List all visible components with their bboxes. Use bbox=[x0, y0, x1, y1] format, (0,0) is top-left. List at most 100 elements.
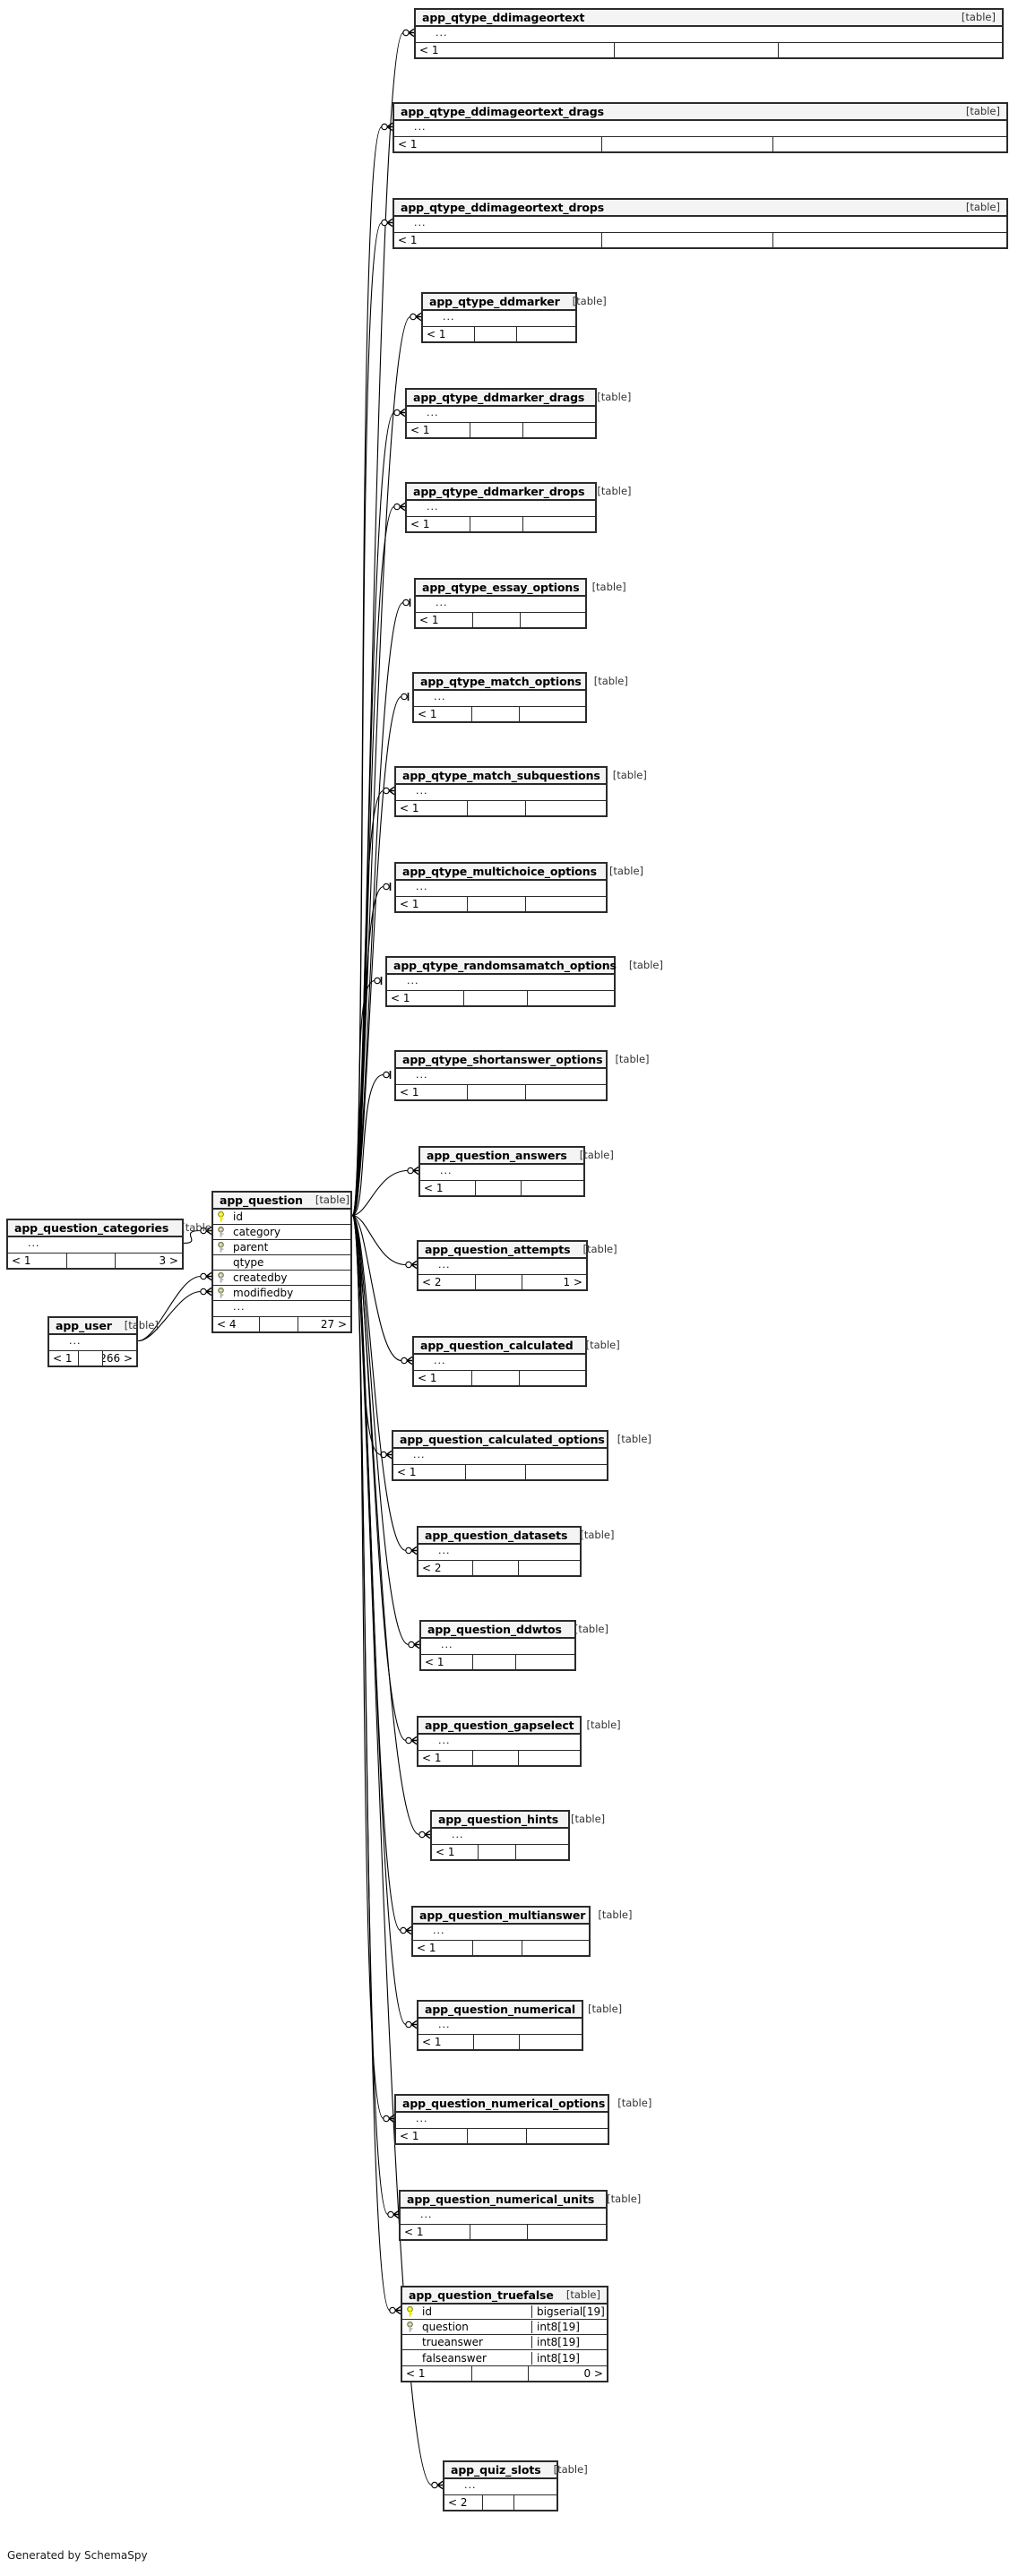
table-header-app_question_ddwtos[interactable]: app_question_ddwtos[table] bbox=[421, 1622, 608, 1639]
table-column-row: ... bbox=[416, 27, 1002, 42]
table-header-app_question_calculated_options[interactable]: app_question_calculated_options[table] bbox=[393, 1432, 651, 1449]
table-header-app_question_numerical[interactable]: app_question_numerical[table] bbox=[418, 2002, 622, 2019]
table-columns: ... bbox=[387, 975, 614, 990]
table-node-app_question_ddwtos[interactable]: app_question_ddwtos[table]...< 1 bbox=[419, 1620, 608, 1671]
table-node-app_qtype_ddimageortext[interactable]: app_qtype_ddimageortext[table]...< 1 bbox=[414, 8, 1004, 59]
table-node-app_question_numerical[interactable]: app_question_numerical[table]...< 1 bbox=[417, 2000, 622, 2051]
table-node-app_qtype_essay_options[interactable]: app_qtype_essay_options[table]...< 1 bbox=[414, 578, 626, 629]
relationship-edge bbox=[351, 789, 384, 1217]
relationship-terminator bbox=[401, 693, 410, 701]
table-node-app_qtype_shortanswer_options[interactable]: app_qtype_shortanswer_options[table]...<… bbox=[394, 1050, 650, 1101]
table-header-app_qtype_match_options[interactable]: app_qtype_match_options [table] bbox=[414, 674, 628, 691]
relationship-terminator bbox=[405, 1736, 418, 1745]
column-name: ... bbox=[441, 1639, 453, 1650]
column-name: ... bbox=[416, 1069, 428, 1081]
table-column-row: ... bbox=[418, 1545, 580, 1560]
table-header-app_question_truefalse[interactable]: app_question_truefalse[table] bbox=[402, 2287, 607, 2305]
table-header-app_question[interactable]: app_question[table] bbox=[213, 1193, 350, 1210]
table-header-app_quiz_slots[interactable]: app_quiz_slots[table] bbox=[444, 2462, 588, 2479]
column-name: id bbox=[233, 1210, 243, 1223]
table-node-app_question_numerical_options[interactable]: app_question_numerical_options[table]...… bbox=[394, 2094, 651, 2145]
table-column-row: ... bbox=[407, 501, 595, 516]
table-node-app_qtype_ddmarker_drags[interactable]: app_qtype_ddmarker_drags[table]...< 1 bbox=[405, 388, 631, 439]
column-name: ... bbox=[436, 597, 448, 608]
table-header-app_question_answers[interactable]: app_question_answers[table] bbox=[420, 1148, 614, 1165]
table-type-tag: [table] bbox=[574, 1623, 608, 1635]
footer-child-count: 266 > bbox=[103, 1352, 133, 1365]
table-columns: ... bbox=[401, 2209, 606, 2224]
table-columns: ... bbox=[393, 1449, 607, 1464]
table-node-app_qtype_ddmarker[interactable]: app_qtype_ddmarker[table]...< 1 bbox=[421, 292, 607, 343]
table-node-app_question_datasets[interactable]: app_question_datasets[table]...< 2 bbox=[417, 1526, 614, 1577]
table-columns: ... bbox=[413, 1925, 589, 1940]
table-footer-app_qtype_ddmarker_drags: < 1 bbox=[407, 422, 595, 437]
column-name: qtype bbox=[233, 1256, 264, 1269]
table-title: app_qtype_match_options bbox=[420, 674, 582, 688]
table-node-app_question_answers[interactable]: app_question_answers[table]...< 1 bbox=[418, 1146, 614, 1197]
relationship-edge bbox=[351, 1214, 407, 1552]
table-header-app_question_multianswer[interactable]: app_question_multianswer[table] bbox=[413, 1908, 632, 1925]
table-header-app_question_numerical_units[interactable]: app_question_numerical_units[table] bbox=[401, 2192, 641, 2209]
table-header-app_qtype_randomsamatch_options[interactable]: app_qtype_randomsamatch_options[table] bbox=[387, 958, 663, 975]
table-header-app_qtype_ddmarker_drops[interactable]: app_qtype_ddmarker_drops[table] bbox=[407, 484, 632, 501]
table-type-tag: [table] bbox=[961, 11, 996, 23]
table-node-app_question_gapselect[interactable]: app_question_gapselect[table]... < 1 bbox=[417, 1716, 621, 1767]
relationship-terminator bbox=[387, 2210, 400, 2219]
table-header-app_qtype_shortanswer_options[interactable]: app_qtype_shortanswer_options[table] bbox=[396, 1052, 650, 1069]
table-node-app_qtype_ddimageortext_drags[interactable]: app_qtype_ddimageortext_drags[table]...<… bbox=[393, 102, 1008, 153]
table-type-tag: [table] bbox=[615, 1053, 650, 1065]
table-header-app_qtype_match_subquestions[interactable]: app_qtype_match_subquestions[table] bbox=[396, 768, 647, 785]
table-type-tag: [table] bbox=[593, 675, 628, 687]
footer-parent-count: < 1 bbox=[396, 2129, 469, 2143]
table-header-app_question_calculated[interactable]: app_question_calculated[table] bbox=[414, 1338, 620, 1355]
table-header-app_qtype_essay_options[interactable]: app_qtype_essay_options[table] bbox=[416, 580, 626, 597]
table-node-app_qtype_ddmarker_drops[interactable]: app_qtype_ddmarker_drops[table]...< 1 bbox=[405, 482, 632, 533]
footer-child-count bbox=[521, 613, 585, 627]
table-node-app_question_calculated[interactable]: app_question_calculated[table]...< 1 bbox=[412, 1336, 620, 1387]
table-node-app_qtype_match_subquestions[interactable]: app_qtype_match_subquestions[table]...< … bbox=[394, 766, 647, 817]
table-header-app_question_attempts[interactable]: app_question_attempts[table] bbox=[418, 1242, 617, 1259]
table-node-app_question_numerical_units[interactable]: app_question_numerical_units[table]...< … bbox=[399, 2190, 641, 2241]
column-name: ... bbox=[438, 2019, 451, 2030]
table-node-app_question_hints[interactable]: app_question_hints[table]...< 1 bbox=[430, 1810, 605, 1861]
footer-parent-count: < 1 bbox=[414, 707, 472, 721]
table-header-app_question_categories[interactable]: app_question_categories[table] bbox=[8, 1220, 215, 1237]
table-header-app_qtype_ddimageortext_drops[interactable]: app_qtype_ddimageortext_drops[table] bbox=[394, 200, 1006, 217]
relationship-edge bbox=[351, 885, 384, 1217]
table-header-app_qtype_ddmarker[interactable]: app_qtype_ddmarker[table] bbox=[423, 294, 607, 311]
table-header-app_user[interactable]: app_user[table] bbox=[49, 1318, 159, 1335]
table-node-app_qtype_match_options[interactable]: app_qtype_match_options [table]... < 1 bbox=[412, 672, 628, 723]
table-column-row: ... bbox=[418, 2019, 582, 2034]
table-node-app_question_calculated_options[interactable]: app_question_calculated_options[table]..… bbox=[392, 1430, 651, 1481]
table-header-app_qtype_ddmarker_drags[interactable]: app_qtype_ddmarker_drags[table] bbox=[407, 390, 631, 407]
column-name: ... bbox=[434, 691, 446, 702]
table-header-app_question_gapselect[interactable]: app_question_gapselect[table] bbox=[418, 1718, 621, 1735]
table-title: app_question_hints bbox=[438, 1812, 559, 1826]
table-node-app_question_multianswer[interactable]: app_question_multianswer[table]...< 1 bbox=[411, 1906, 632, 1957]
table-header-app_question_numerical_options[interactable]: app_question_numerical_options[table] bbox=[396, 2096, 651, 2113]
footer-parent-count: < 4 bbox=[213, 1317, 261, 1331]
table-header-app_qtype_multichoice_options[interactable]: app_qtype_multichoice_options[table] bbox=[396, 864, 643, 881]
footer-middle bbox=[473, 1941, 522, 1955]
table-column-row: category bbox=[213, 1225, 350, 1240]
table-header-app_qtype_ddimageortext_drags[interactable]: app_qtype_ddimageortext_drags[table] bbox=[394, 104, 1006, 121]
column-name: ... bbox=[438, 1735, 451, 1746]
table-node-app_quiz_slots[interactable]: app_quiz_slots[table]...< 2 bbox=[443, 2460, 588, 2511]
table-footer-app_question_gapselect: < 1 bbox=[418, 1750, 580, 1765]
table-node-app_qtype_ddimageortext_drops[interactable]: app_qtype_ddimageortext_drops[table]...<… bbox=[393, 198, 1008, 249]
table-header-app_question_hints[interactable]: app_question_hints[table] bbox=[432, 1812, 605, 1829]
table-node-app_qtype_randomsamatch_options[interactable]: app_qtype_randomsamatch_options[table]..… bbox=[385, 956, 663, 1007]
table-header-app_question_datasets[interactable]: app_question_datasets[table] bbox=[418, 1528, 614, 1545]
relationship-edge bbox=[351, 1214, 391, 2312]
table-node-app_user[interactable]: app_user[table]...< 1266 > bbox=[47, 1316, 159, 1367]
table-node-app_qtype_multichoice_options[interactable]: app_qtype_multichoice_options[table]...<… bbox=[394, 862, 643, 913]
table-header-app_qtype_ddimageortext[interactable]: app_qtype_ddimageortext[table] bbox=[416, 10, 1002, 27]
footer-child-count bbox=[779, 43, 1002, 57]
relationship-terminator bbox=[401, 1356, 413, 1366]
